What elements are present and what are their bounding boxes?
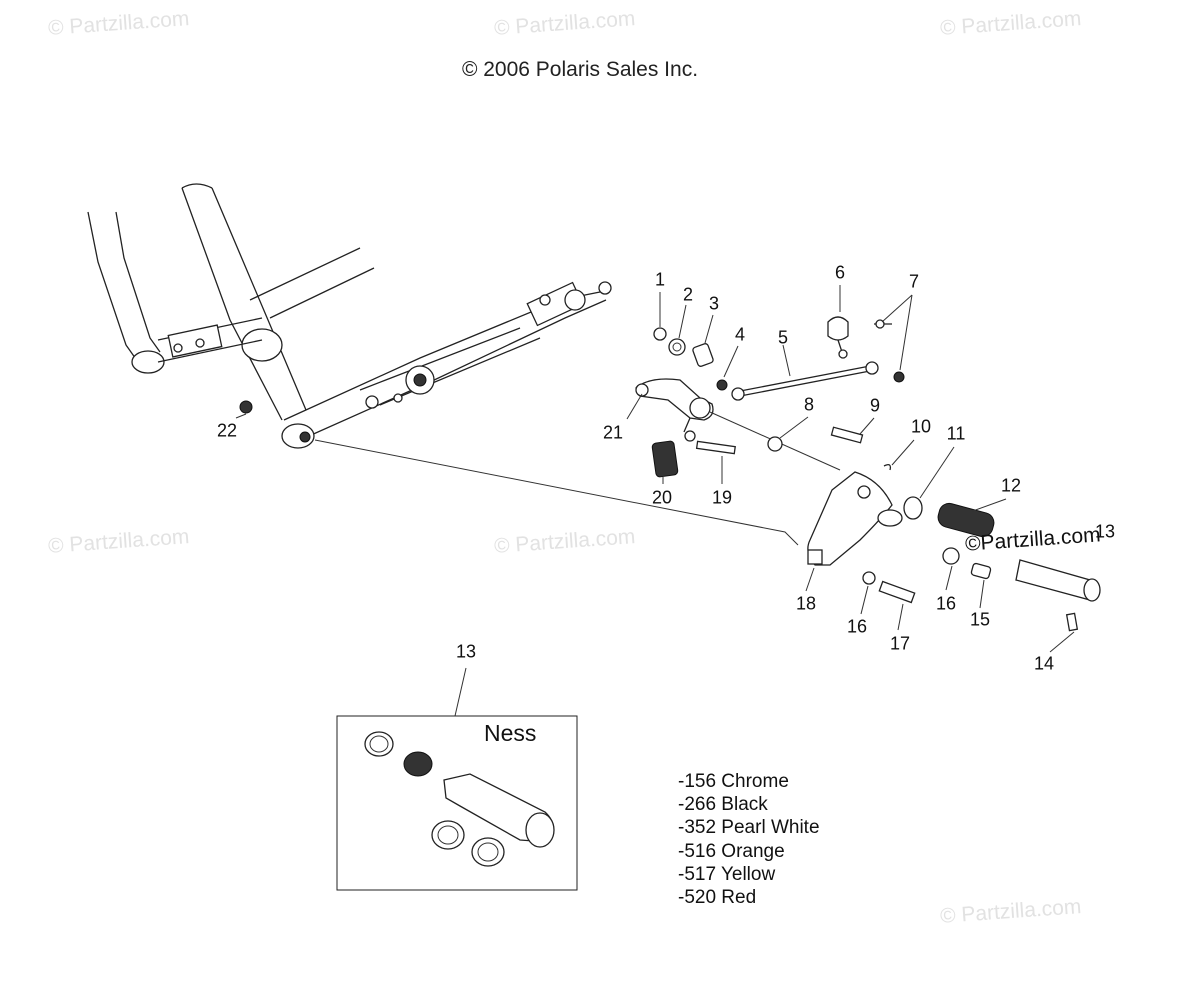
callout-12: 12 (1000, 475, 1022, 496)
callout-22: 22 (216, 420, 238, 441)
callout-3: 3 (708, 293, 720, 314)
callout-16: 16 (846, 616, 868, 637)
color-option: -156 Chrome (678, 771, 789, 792)
inset-title: Ness (484, 720, 537, 746)
callout-9: 9 (869, 395, 881, 416)
callout-11: 11 (946, 423, 966, 444)
color-option: -520 Red (678, 887, 757, 909)
callout-10: 10 (910, 416, 932, 437)
color-options-list: -156 Chrome -266 Black -352 Pearl White … (678, 770, 820, 909)
color-option: -517 Yellow (678, 863, 776, 885)
callout-6: 6 (834, 262, 846, 283)
callout-13-inset: 13 (455, 641, 477, 662)
shift-linkage-parts (239, 316, 1101, 632)
callout-13: 13 (1094, 521, 1116, 542)
callout-18: 18 (795, 593, 817, 614)
callout-20: 20 (651, 487, 673, 508)
callout-4: 4 (734, 324, 746, 345)
frame-assembly (87, 183, 612, 449)
color-option: -352 Pearl White (678, 817, 820, 839)
callout-17: 17 (889, 633, 911, 654)
callout-14: 14 (1033, 653, 1055, 674)
callout-leaders (235, 285, 1075, 717)
callout-1: 1 (654, 269, 666, 290)
callout-2: 2 (682, 284, 694, 305)
callout-21: 21 (602, 422, 624, 443)
callout-15: 15 (969, 609, 991, 630)
copyright-notice: © 2006 Polaris Sales Inc. (461, 58, 699, 81)
callout-5: 5 (777, 327, 789, 348)
color-option: -516 Orange (678, 840, 785, 862)
callout-16: 16 (935, 593, 957, 614)
ness-inset (336, 715, 578, 891)
leader-line (314, 439, 799, 546)
callout-8: 8 (803, 394, 815, 415)
callout-7: 7 (908, 271, 920, 292)
callout-19: 19 (711, 487, 733, 508)
color-option: -266 Black (678, 794, 768, 816)
